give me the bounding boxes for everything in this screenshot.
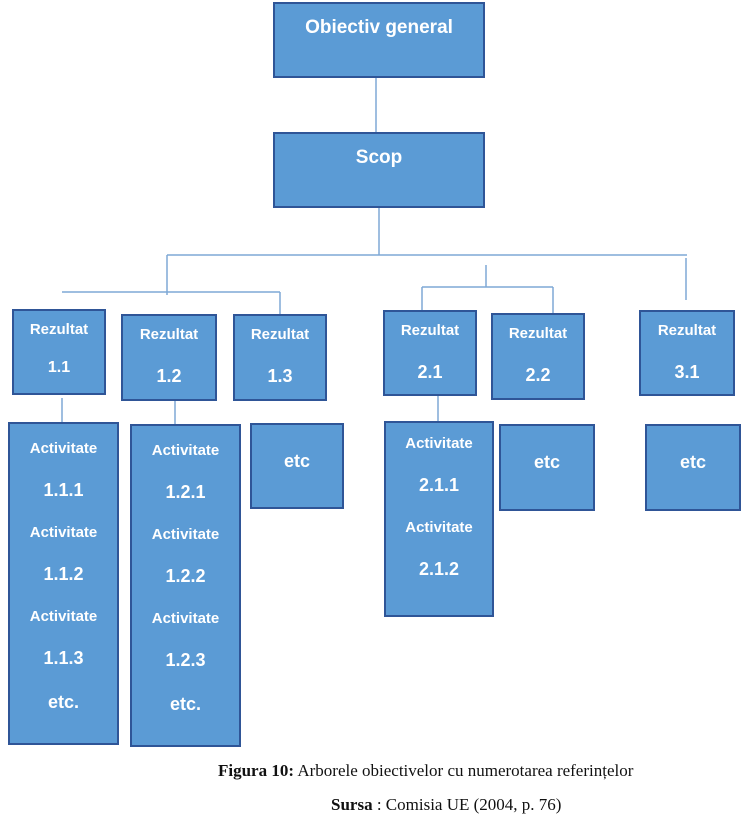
node-number: 1.3: [267, 366, 293, 386]
etc-label: etc: [679, 452, 706, 472]
activity-label: Activitate: [151, 526, 220, 543]
node-obiectiv-general: Obiectiv general: [273, 2, 485, 78]
source-caption: Sursa : Comisia UE (2004, p. 76): [331, 795, 561, 815]
activity-label: Activitate: [29, 524, 98, 541]
activity-label: Activitate: [29, 440, 98, 457]
activity-number: 2.1.2: [418, 559, 460, 579]
activity-number: 1.1.1: [43, 480, 84, 500]
activity-number: 1.1.2: [43, 564, 84, 584]
activity-label: Activitate: [151, 610, 220, 627]
activity-etc: etc.: [47, 692, 80, 712]
node-label: Rezultat: [250, 326, 310, 343]
activity-number: 1.1.3: [43, 648, 84, 668]
activity-label: Activitate: [151, 442, 220, 459]
node-number: 1.2: [156, 366, 182, 386]
figure-text: Arborele obiectivelor cu numerotarea ref…: [294, 761, 634, 780]
node-number: 2.2: [525, 365, 551, 385]
node-label: Scop: [355, 147, 403, 168]
node-rezultat-2-2: Rezultat 2.2: [491, 313, 585, 400]
activity-label: Activitate: [405, 519, 473, 536]
node-etc-1-3: etc: [250, 423, 344, 509]
node-etc-2-2: etc: [499, 424, 595, 511]
figure-label: Figura 10:: [218, 761, 295, 780]
node-number: 2.1: [417, 362, 443, 382]
node-label: Rezultat: [657, 322, 717, 339]
node-etc-3-1: etc: [645, 424, 741, 511]
node-rezultat-3-1: Rezultat 3.1: [639, 310, 735, 396]
node-label: Rezultat: [508, 325, 568, 342]
source-text: : Comisia UE (2004, p. 76): [372, 795, 562, 814]
activity-number: 2.1.1: [418, 475, 460, 495]
source-label: Sursa: [331, 795, 373, 814]
activity-number: 1.2.2: [165, 566, 206, 586]
node-rezultat-1-2: Rezultat 1.2: [121, 314, 217, 401]
node-label: Rezultat: [139, 326, 199, 343]
activity-number: 1.2.3: [165, 650, 206, 670]
node-rezultat-2-1: Rezultat 2.1: [383, 310, 477, 396]
node-rezultat-1-1: Rezultat 1.1: [12, 309, 106, 395]
etc-label: etc: [533, 452, 560, 472]
node-rezultat-1-3: Rezultat 1.3: [233, 314, 327, 401]
activity-label: Activitate: [405, 435, 473, 452]
activity-etc: etc.: [169, 694, 202, 714]
activity-number: 1.2.1: [165, 482, 206, 502]
node-label: Obiectiv general: [305, 17, 453, 38]
figure-caption: Figura 10: Arborele obiectivelor cu nume…: [218, 761, 633, 781]
node-label: Rezultat: [29, 321, 89, 338]
etc-label: etc: [283, 451, 310, 471]
node-activitati-1-2: Activitate 1.2.1 Activitate 1.2.2 Activi…: [130, 424, 241, 747]
node-activitati-1-1: Activitate 1.1.1 Activitate 1.1.2 Activi…: [8, 422, 119, 745]
activity-label: Activitate: [29, 608, 98, 625]
node-scop: Scop: [273, 132, 485, 208]
node-number: 1.1: [47, 359, 71, 376]
node-activitati-2-1: Activitate 2.1.1 Activitate 2.1.2: [384, 421, 494, 617]
node-number: 3.1: [674, 362, 700, 382]
node-label: Rezultat: [400, 322, 460, 339]
